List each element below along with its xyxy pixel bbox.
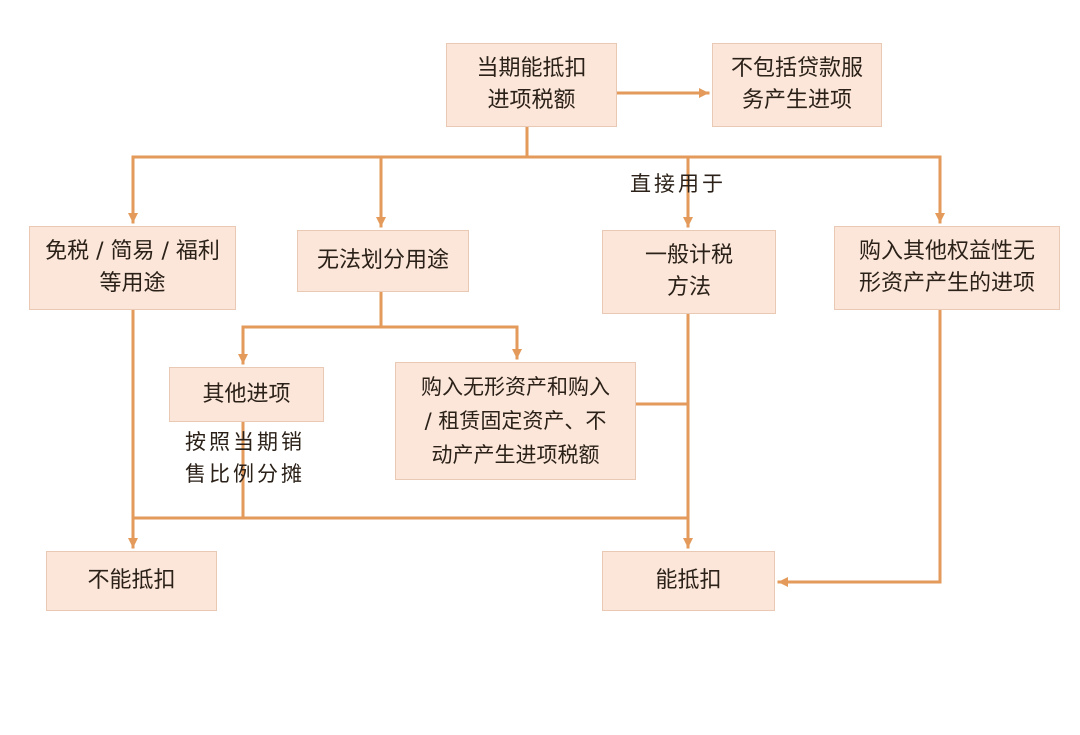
node-other-input: 其他进项: [169, 367, 324, 422]
label-apportion: 按照当期销 售比例分摊: [185, 430, 305, 486]
label-direct-use: 直接用于: [630, 172, 726, 196]
node-undividable-use: 无法划分用途: [297, 230, 469, 292]
node-current-deductible: 当期能抵扣 进项税额: [446, 43, 617, 127]
node-exclude-loan-services: 不包括贷款服 务产生进项: [712, 43, 882, 127]
arrow-intangible-to-deductible: [777, 308, 942, 587]
node-purchase-assets: 购入无形资产和购入 / 租赁固定资产、不 动产产生进项税额: [395, 362, 636, 480]
node-general-method: 一般计税 方法: [602, 230, 776, 314]
node-exempt-simple-welfare: 免税 / 简易 / 福利 等用途: [29, 226, 236, 310]
node-not-deductible: 不能抵扣: [46, 551, 217, 611]
node-other-intangible: 购入其他权益性无 形资产产生的进项: [834, 226, 1060, 310]
node-deductible: 能抵扣: [602, 551, 775, 611]
